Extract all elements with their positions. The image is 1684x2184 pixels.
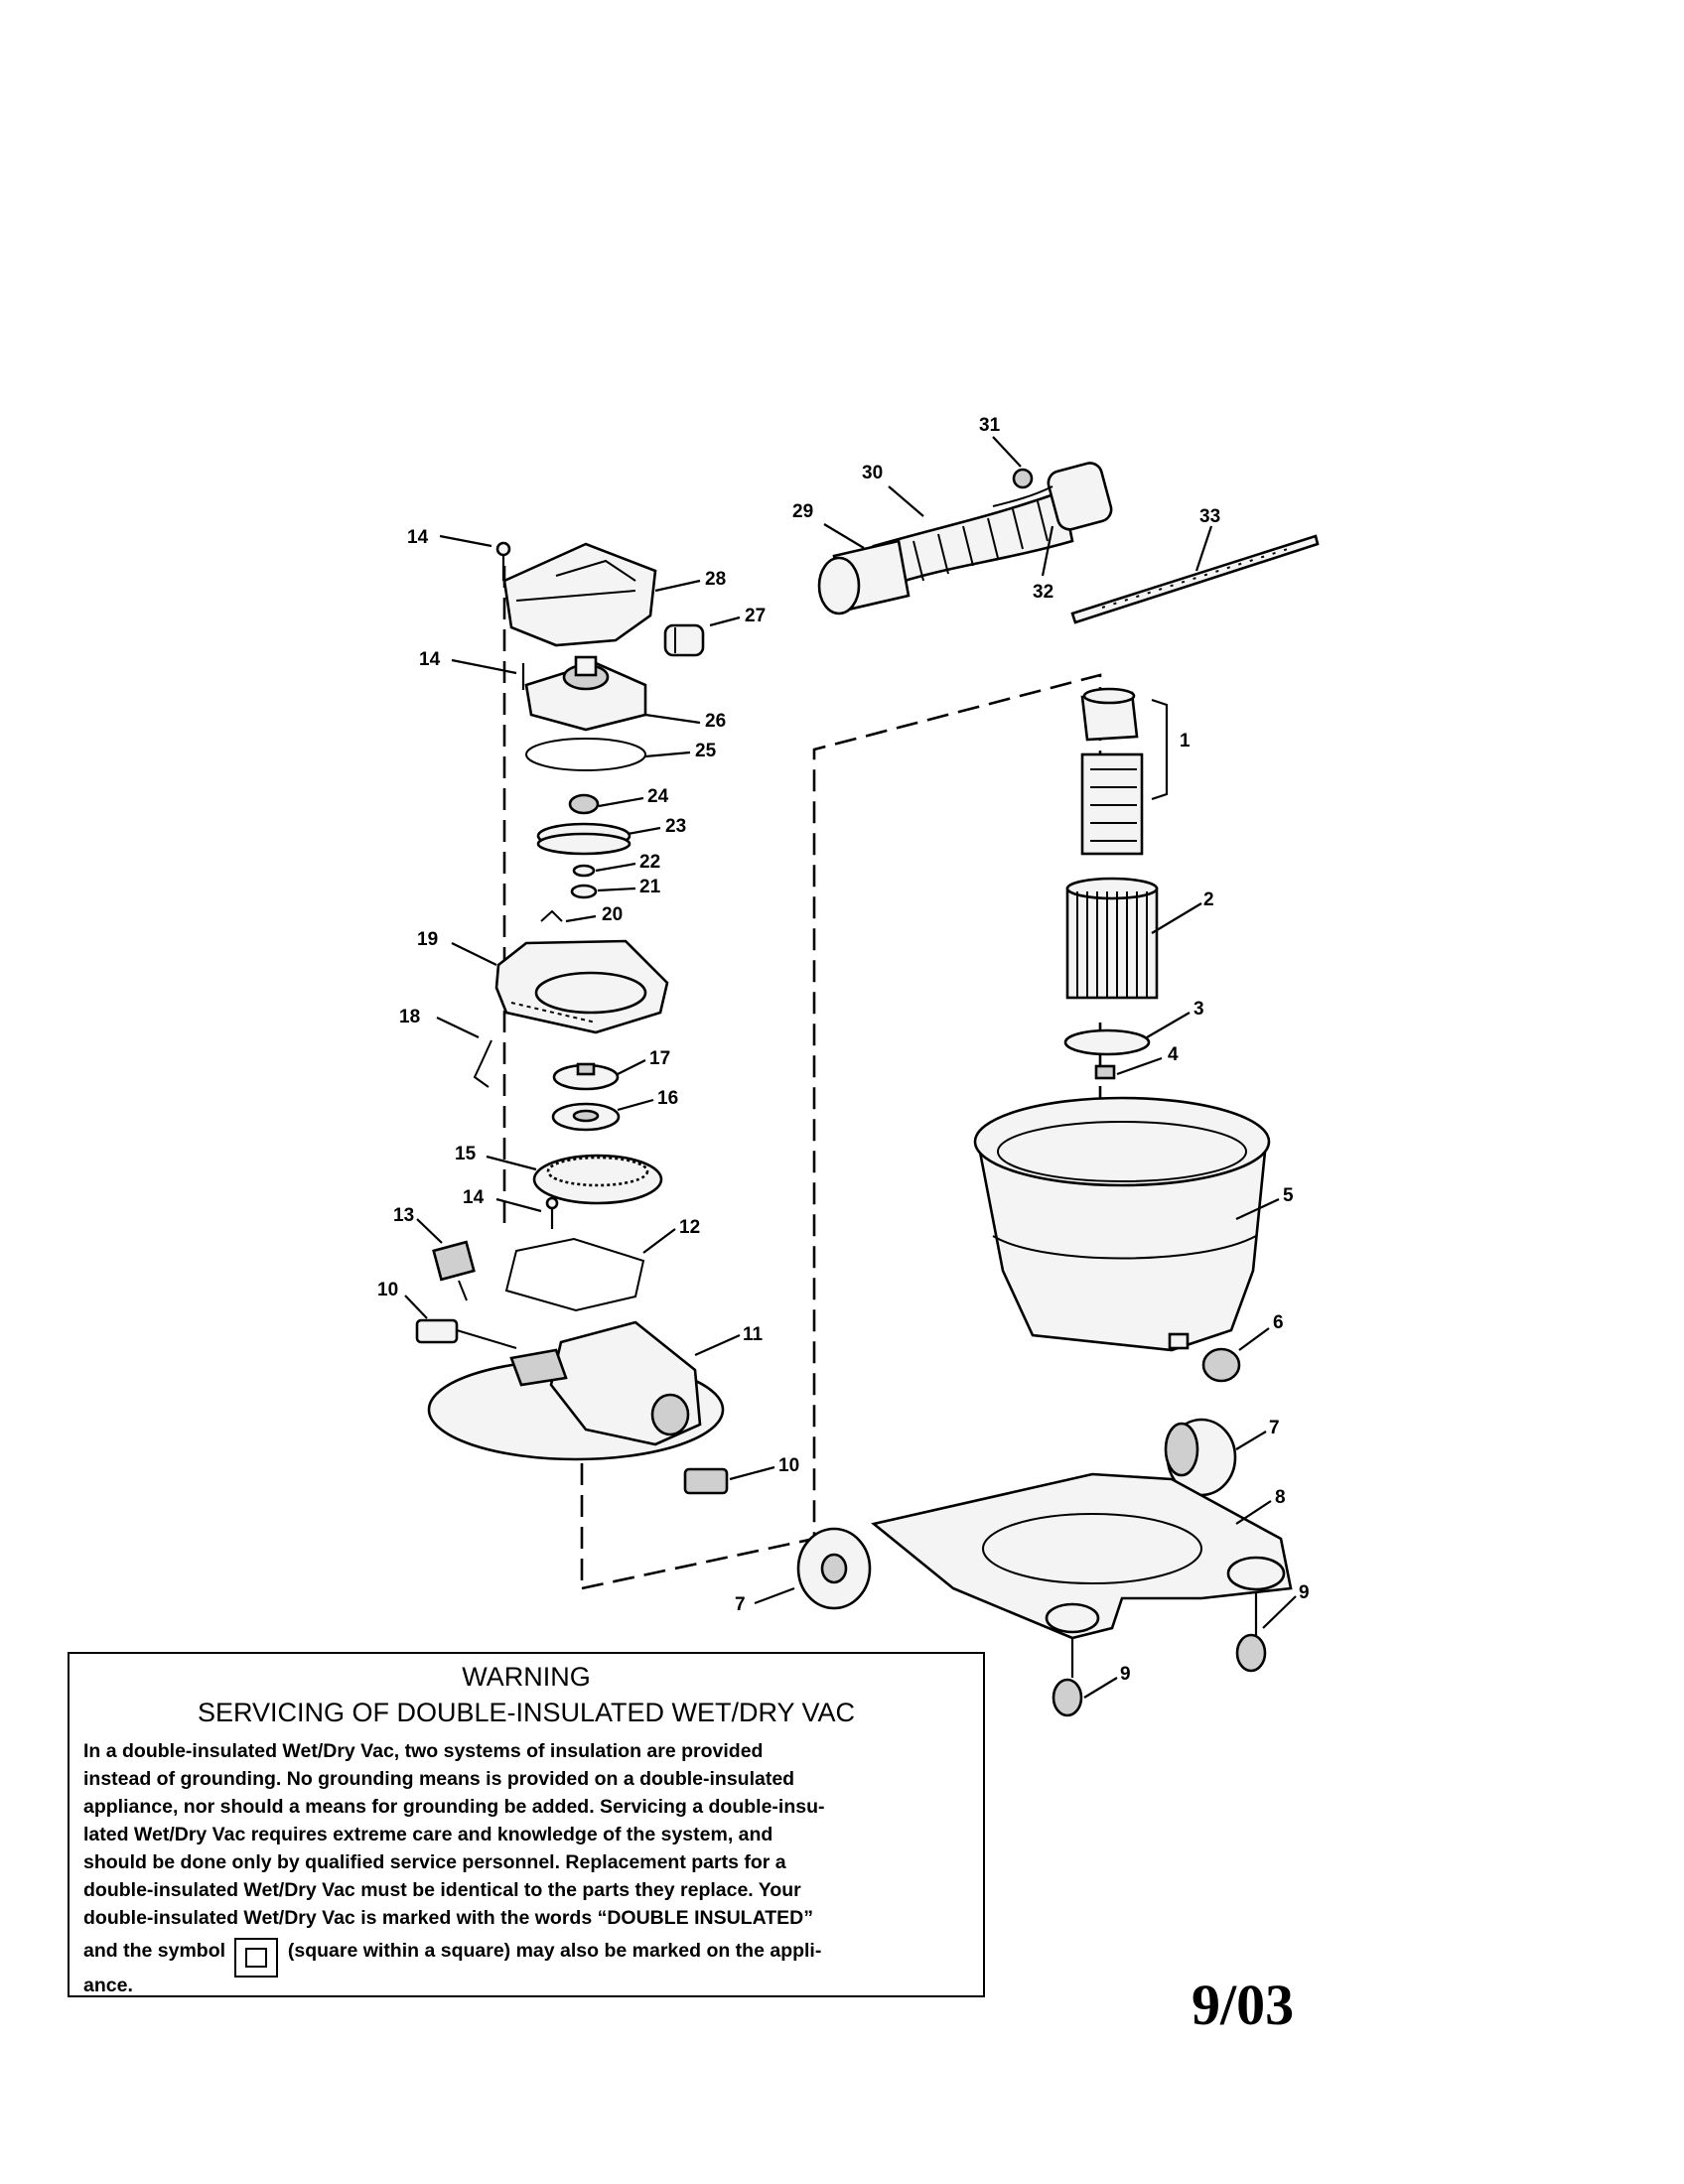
warning-line: appliance, nor should a means for ground… <box>83 1796 825 1818</box>
callout-24: 24 <box>647 786 669 807</box>
hose-cuff-part-31 <box>1012 462 1113 531</box>
warning-box: WARNING SERVICING OF DOUBLE-INSULATED WE… <box>68 1652 985 1997</box>
callout-19: 19 <box>417 929 438 950</box>
motor-cover-part-28 <box>502 542 657 647</box>
callout-14-top: 14 <box>407 527 429 548</box>
callout-3: 3 <box>1193 999 1204 1020</box>
callout-29: 29 <box>792 501 813 522</box>
callout-18: 18 <box>399 1007 420 1027</box>
housing-part-19 <box>494 939 669 1034</box>
callout-7-right: 7 <box>1269 1418 1280 1438</box>
callout-14-mid: 14 <box>419 649 441 670</box>
warning-line: and the symbol (square within a square) … <box>83 1932 969 1978</box>
callout-33: 33 <box>1199 506 1220 527</box>
strip-part-33 <box>1070 534 1320 624</box>
plug-part-27 <box>663 623 705 657</box>
screw-part-14-low <box>545 1196 559 1229</box>
callout-11: 11 <box>743 1324 764 1345</box>
clip-part-20 <box>540 909 563 922</box>
impeller-part-23 <box>536 822 632 856</box>
warning-line: In a double-insulated Wet/Dry Vac, two s… <box>83 1740 764 1762</box>
caster-part-9-left <box>1052 1638 1083 1717</box>
caster-part-9-right <box>1235 1593 1267 1673</box>
cord-part-18 <box>473 1039 492 1088</box>
callout-21: 21 <box>639 877 661 897</box>
callout-5: 5 <box>1283 1185 1294 1206</box>
warning-line: instead of grounding. No grounding means… <box>83 1768 795 1790</box>
callout-23: 23 <box>665 816 686 837</box>
callout-labels: 14 28 27 14 26 25 24 23 22 21 20 19 18 1… <box>377 415 1310 1699</box>
nut-part-24 <box>568 793 600 815</box>
wheel-part-7-left <box>796 1527 872 1610</box>
callout-15: 15 <box>455 1144 477 1164</box>
seal-part-12 <box>504 1237 645 1312</box>
switch-part-17 <box>552 1062 620 1091</box>
nut-part-4 <box>1094 1064 1116 1080</box>
callout-31: 31 <box>979 415 1001 436</box>
lid-part-11 <box>427 1320 725 1461</box>
warning-line: double-insulated Wet/Dry Vac must be ide… <box>83 1879 801 1901</box>
callout-12: 12 <box>679 1217 700 1238</box>
callout-13: 13 <box>393 1205 414 1226</box>
callout-25: 25 <box>695 741 717 761</box>
washer-part-22 <box>572 864 596 878</box>
warning-subtitle: SERVICING OF DOUBLE-INSULATED WET/DRY VA… <box>197 1698 856 1727</box>
clip-part-10-left <box>415 1318 517 1349</box>
square-within-square-icon <box>234 1938 279 1978</box>
callout-7-left: 7 <box>735 1594 746 1615</box>
callout-2: 2 <box>1203 889 1214 910</box>
warning-line: lated Wet/Dry Vac requires extreme care … <box>83 1824 773 1845</box>
callout-9-left: 9 <box>1120 1664 1131 1685</box>
callout-14-low: 14 <box>463 1187 485 1208</box>
filter-bag-part-1 <box>1080 687 1169 856</box>
callout-26: 26 <box>705 711 726 732</box>
callout-22: 22 <box>639 852 660 873</box>
drum-part-5 <box>973 1096 1271 1352</box>
callout-6: 6 <box>1273 1312 1284 1333</box>
callout-1: 1 <box>1180 731 1191 751</box>
clip-part-10-right <box>683 1467 729 1495</box>
latch-part-13 <box>432 1240 476 1301</box>
callout-17: 17 <box>649 1048 670 1069</box>
callout-30: 30 <box>862 463 883 483</box>
callout-4: 4 <box>1168 1044 1179 1065</box>
screw-part-14-top <box>495 541 511 581</box>
callout-9-right: 9 <box>1299 1582 1310 1603</box>
callout-28: 28 <box>705 569 726 590</box>
callout-10-left: 10 <box>377 1280 398 1300</box>
drain-part-6 <box>1168 1332 1241 1383</box>
callout-10-right: 10 <box>778 1455 799 1476</box>
washer-part-21 <box>570 884 598 899</box>
base-part-8 <box>871 1472 1293 1640</box>
callout-16: 16 <box>657 1088 678 1109</box>
lid-disc-part-3 <box>1063 1028 1151 1056</box>
callout-32: 32 <box>1033 582 1053 603</box>
warning-line: double-insulated Wet/Dry Vac is marked w… <box>83 1907 813 1929</box>
motor-plate-part-26 <box>524 655 647 732</box>
hose-nozzle-part-29 <box>817 539 911 615</box>
warning-line8-end: (square within a square) may also be mar… <box>287 1940 822 1963</box>
hose-part-32 <box>992 485 1053 507</box>
wheel-part-7-right <box>1164 1418 1237 1497</box>
callout-8: 8 <box>1275 1487 1286 1508</box>
revision-date: 9/03 <box>1192 1973 1295 2037</box>
gasket-part-25 <box>525 738 646 771</box>
cartridge-filter-part-2 <box>1065 877 1159 1000</box>
callout-20: 20 <box>602 904 623 925</box>
grill-part-15 <box>532 1154 663 1205</box>
warning-line8-start: and the symbol <box>83 1940 226 1963</box>
warning-line: ance. <box>83 1975 133 1996</box>
warning-body: In a double-insulated Wet/Dry Vac, two s… <box>83 1737 969 1999</box>
warning-title: WARNING <box>462 1662 591 1692</box>
warning-line: should be done only by qualified service… <box>83 1851 786 1873</box>
callout-27: 27 <box>745 606 766 626</box>
bearing-part-16 <box>551 1102 621 1132</box>
